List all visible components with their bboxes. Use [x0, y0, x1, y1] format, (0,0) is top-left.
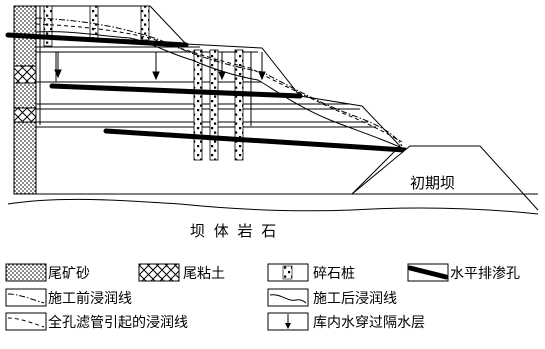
ground-line [7, 198, 539, 215]
legend: 尾矿砂 尾粘土 碎石桩 水平排渗孔 施工前浸润线 施工后浸润线 全孔滤管引起的浸… [5, 263, 520, 331]
legend-tailings-clay-swatch [138, 263, 180, 282]
initial-dam-label: 初期坝 [410, 174, 455, 192]
tailings-clay-lens [13, 65, 37, 84]
legend-phreatic-after-swatch [267, 288, 309, 307]
legend-phreatic-filter-swatch [5, 312, 47, 331]
horizontal-drains [5, 32, 408, 153]
gravel-piles [43, 5, 244, 161]
legend-phreatic-after-label: 施工后浸润线 [313, 291, 397, 307]
legend-gravel-pile-label: 碎石桩 [313, 265, 355, 282]
phreatic-line-before [35, 17, 403, 147]
legend-phreatic-before-swatch [5, 288, 47, 307]
horizontal-drain [5, 32, 189, 48]
legend-phreatic-before-label: 施工前浸润线 [48, 290, 132, 307]
tailings-clay-lens [13, 107, 37, 123]
legend-horizontal-drain-label: 水平排渗孔 [450, 266, 520, 282]
horizontal-drain [49, 83, 303, 99]
legend-tailings-sand-swatch [5, 263, 47, 282]
gravel-pile [209, 49, 219, 161]
legend-tailings-sand-label: 尾矿砂 [48, 266, 90, 282]
gravel-pile [140, 5, 150, 41]
phreatic-line-filter [35, 23, 403, 143]
vertical-lines [39, 6, 252, 126]
layer-lines [36, 5, 376, 128]
legend-phreatic-filter-label: 全孔滤管引起的浸润线 [48, 314, 188, 331]
gravel-pile [193, 49, 203, 161]
gravel-pile [43, 5, 53, 47]
water-arrows [54, 52, 266, 81]
legend-water-arrow-label: 库内水穿过隔水层 [313, 315, 425, 331]
horizontal-drain [103, 128, 408, 153]
dam-rock-label: 坝 体 岩 石 [190, 222, 278, 240]
legend-tailings-clay-label: 尾粘土 [183, 266, 225, 282]
dam-slope [14, 5, 401, 195]
gravel-pile [234, 49, 244, 161]
